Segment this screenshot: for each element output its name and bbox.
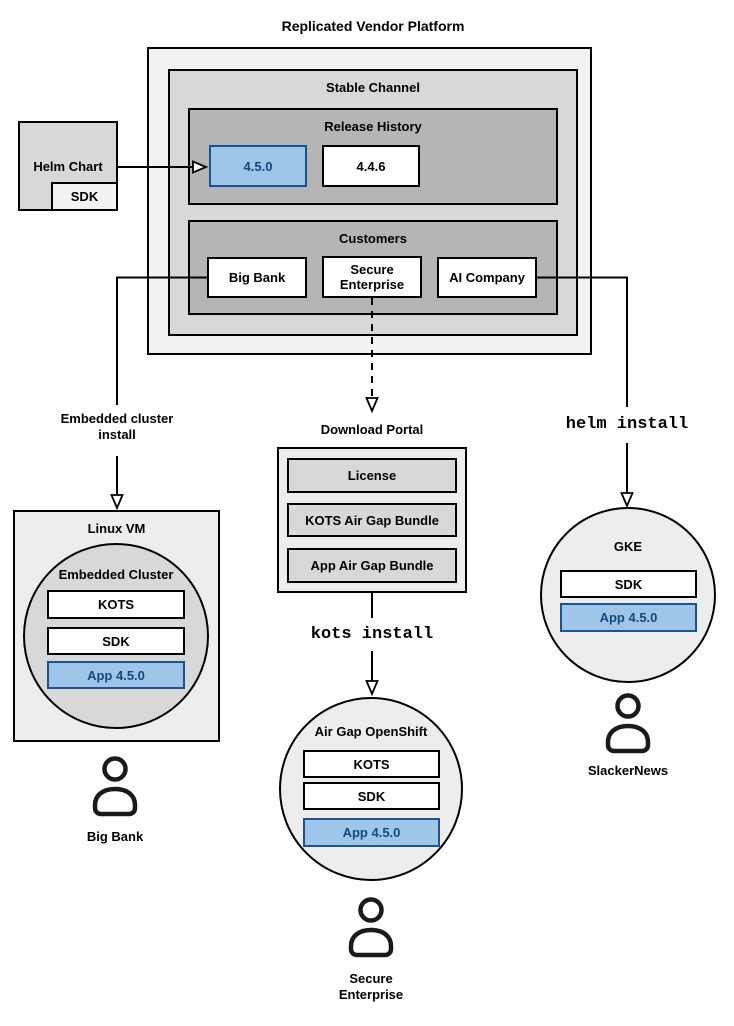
gke-sdk-box: SDK: [560, 570, 697, 598]
customers-title: Customers: [339, 231, 407, 246]
secure-enterprise-user-label: Secure Enterprise: [338, 971, 404, 1002]
big-bank-user-label: Big Bank: [86, 829, 144, 844]
slackernews-user-label: SlackerNews: [587, 763, 669, 778]
slackernews-user-icon: [605, 693, 651, 754]
embedded-kots-label: KOTS: [97, 597, 135, 612]
gke-sdk-label: SDK: [614, 576, 643, 592]
customer-ai-company: AI Company: [437, 257, 537, 298]
embedded-cluster-title: Embedded Cluster: [58, 567, 174, 582]
release-history-title: Release History: [324, 119, 422, 134]
arrowhead-gke: [620, 492, 634, 509]
embedded-app-label: App 4.5.0: [87, 667, 145, 683]
big-bank-user-icon: [92, 756, 138, 817]
arrowhead-openshift: [365, 680, 379, 697]
openshift-sdk-label: SDK: [357, 788, 386, 804]
gke-app-label: App 4.5.0: [599, 610, 658, 625]
license-box: License: [287, 458, 457, 493]
helm-chart-label: Helm Chart: [33, 159, 103, 174]
embedded-sdk-label: SDK: [102, 633, 130, 649]
gke-app-box: App 4.5.0: [560, 603, 697, 632]
embedded-cluster-install-label: Embedded cluster install: [60, 411, 174, 442]
embedded-app-box: App 4.5.0: [47, 661, 185, 689]
download-portal-title: Download Portal: [320, 422, 424, 437]
release-4-4-6: 4.4.6: [322, 145, 420, 187]
customer-secure-enterprise: Secure Enterprise: [322, 256, 422, 298]
customer-ai-company-label: AI Company: [449, 270, 525, 285]
openshift-app-box: App 4.5.0: [303, 818, 440, 847]
secure-enterprise-user-icon: [348, 897, 394, 958]
kots-install-command: kots install: [310, 625, 434, 644]
helm-chart-sdk-box: SDK: [51, 182, 118, 211]
arrowhead-download-portal: [365, 397, 379, 414]
openshift-sdk-box: SDK: [303, 782, 440, 810]
kots-airgap-bundle-label: KOTS Air Gap Bundle: [305, 512, 439, 528]
stable-channel-title: Stable Channel: [326, 80, 420, 95]
embedded-kots-box: KOTS: [47, 590, 185, 619]
diagram-title: Replicated Vendor Platform: [281, 18, 465, 34]
airgap-openshift-title: Air Gap OpenShift: [314, 724, 428, 739]
customer-secure-enterprise-label: Secure Enterprise: [339, 262, 405, 292]
arrowhead-linux-vm: [110, 494, 124, 511]
helm-chart-sdk-label: SDK: [70, 189, 99, 204]
customer-big-bank: Big Bank: [207, 257, 307, 298]
kots-airgap-bundle-box: KOTS Air Gap Bundle: [287, 503, 457, 537]
license-label: License: [347, 468, 397, 483]
helm-install-command: helm install: [565, 415, 689, 434]
app-airgap-bundle-box: App Air Gap Bundle: [287, 548, 457, 583]
release-4-5-0-label: 4.5.0: [243, 158, 273, 174]
release-4-4-6-label: 4.4.6: [356, 158, 386, 174]
app-airgap-bundle-label: App Air Gap Bundle: [310, 558, 434, 573]
embedded-sdk-box: SDK: [47, 627, 185, 655]
openshift-kots-label: KOTS: [353, 756, 390, 772]
openshift-kots-box: KOTS: [303, 750, 440, 778]
release-4-5-0: 4.5.0: [209, 145, 307, 187]
openshift-app-label: App 4.5.0: [342, 825, 401, 840]
customer-big-bank-label: Big Bank: [228, 270, 286, 285]
gke-title: GKE: [613, 539, 643, 554]
linux-vm-title: Linux VM: [87, 521, 146, 536]
